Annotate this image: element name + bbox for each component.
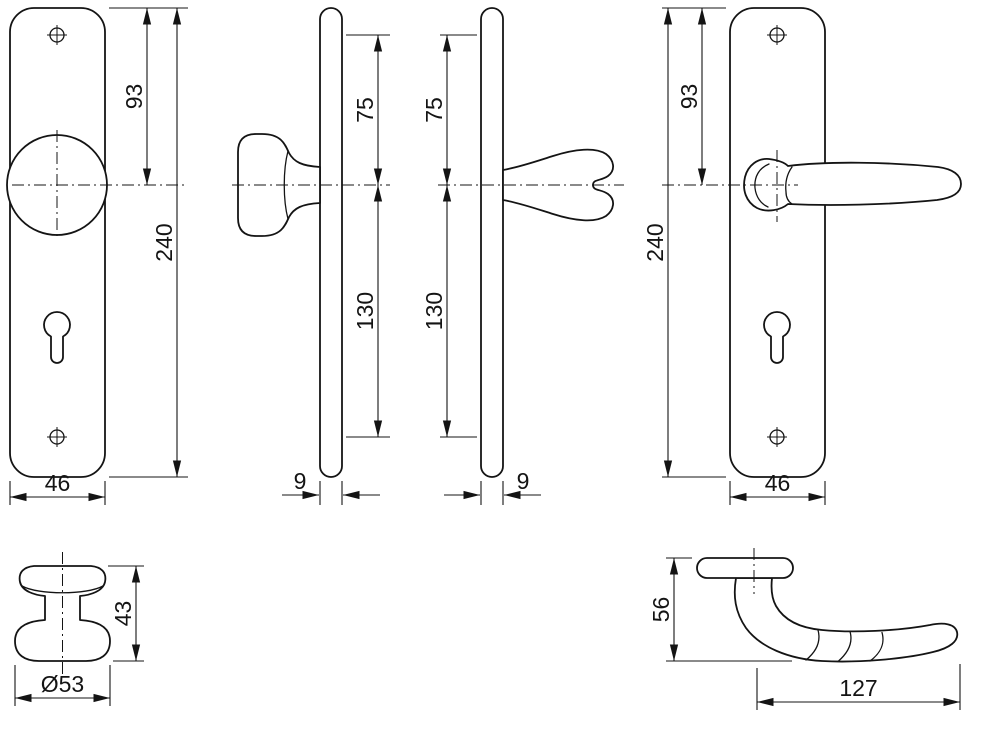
dim-label-240: 240 xyxy=(642,223,668,261)
dim-label-9: 9 xyxy=(517,468,530,494)
dim-label-43: 43 xyxy=(110,601,136,627)
side-knob-plate-view: 75 130 9 xyxy=(232,7,390,505)
plate-profile xyxy=(480,7,504,478)
lever-front-profile xyxy=(743,158,962,212)
side-lever-plate-view: 75 130 9 xyxy=(421,7,624,505)
extension-lines xyxy=(346,34,390,438)
grip-scallop-line xyxy=(805,629,820,661)
backplate-outline xyxy=(729,7,826,478)
lever-rose-profile xyxy=(696,557,794,579)
front-knob-plate-view: 93 240 46 xyxy=(6,7,188,505)
dim-label-130: 130 xyxy=(421,292,447,330)
dim-label-46: 46 xyxy=(45,470,71,496)
extension-lines xyxy=(440,34,477,438)
plate-profile xyxy=(319,7,343,478)
grip-scallop-line xyxy=(837,630,852,663)
dim-label-240: 240 xyxy=(151,223,177,261)
knob-detail-view: 43 Ø53 xyxy=(14,552,144,706)
grip-scallop-line xyxy=(869,631,884,662)
dim-label-75: 75 xyxy=(421,97,447,123)
lever-neck-line xyxy=(754,163,770,208)
dim-label-9: 9 xyxy=(294,468,307,494)
knob-flange-underside xyxy=(21,585,104,594)
lever-grip-profile xyxy=(733,577,959,663)
dim-label-127: 127 xyxy=(839,675,877,701)
dim-label-46: 46 xyxy=(765,470,791,496)
dim-label-93: 93 xyxy=(676,84,702,110)
dim-label-93: 93 xyxy=(121,84,147,110)
dim-label-130: 130 xyxy=(352,292,378,330)
extension-lines xyxy=(662,7,726,478)
dim-label-56: 56 xyxy=(648,597,674,623)
lever-detail-view: 56 127 xyxy=(648,548,961,710)
front-lever-plate-view: 93 240 46 xyxy=(642,7,962,505)
dim-label-75: 75 xyxy=(352,97,378,123)
extension-lines xyxy=(319,481,343,505)
dim-label-diameter-53: Ø53 xyxy=(41,671,84,697)
backplate-outline xyxy=(9,7,106,478)
extension-lines xyxy=(480,481,504,505)
lever-neck-line xyxy=(785,166,793,205)
